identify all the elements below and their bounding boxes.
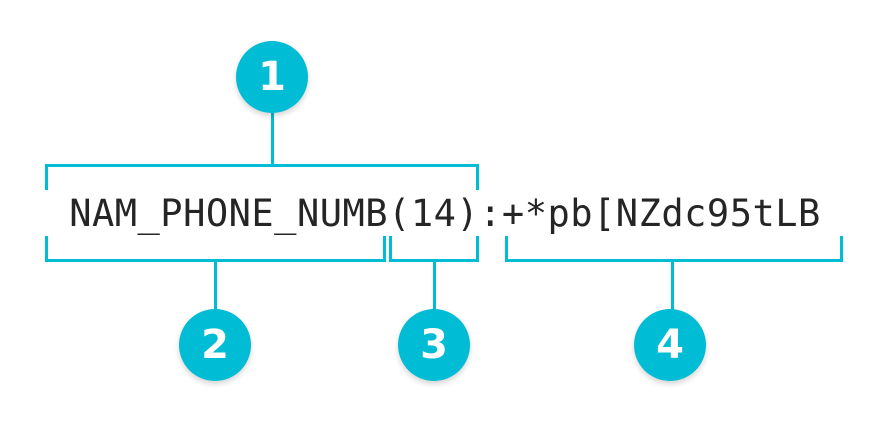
bracket-tick-left [45, 236, 48, 262]
bracket-tick-left [389, 236, 392, 262]
bracket-segment-1 [45, 164, 479, 190]
bracket-segment-2 [45, 236, 386, 262]
callout-stem-2 [214, 262, 217, 312]
callout-badge-3[interactable]: 3 [398, 309, 470, 381]
bracket-rule [389, 259, 479, 262]
callout-stem-3 [433, 262, 436, 312]
bracket-rule [45, 164, 479, 167]
callout-badge-1[interactable]: 1 [236, 41, 308, 113]
bracket-rule [45, 259, 386, 262]
callout-badge-2[interactable]: 2 [179, 309, 251, 381]
bracket-segment-4 [505, 236, 843, 262]
callout-stem-4 [671, 262, 674, 312]
annotated-code-string: NAM_PHONE_NUMB(14):+*pb[NZdc95tLB [69, 192, 821, 235]
bracket-tick-right [476, 236, 479, 262]
bracket-segment-3 [389, 236, 479, 262]
bracket-tick-right [476, 164, 479, 190]
callout-stem-1 [271, 105, 274, 167]
bracket-tick-right [840, 236, 843, 262]
bracket-tick-left [45, 164, 48, 190]
callout-badge-4[interactable]: 4 [634, 309, 706, 381]
bracket-tick-left [505, 236, 508, 262]
bracket-tick-right [383, 236, 386, 262]
bracket-rule [505, 259, 843, 262]
